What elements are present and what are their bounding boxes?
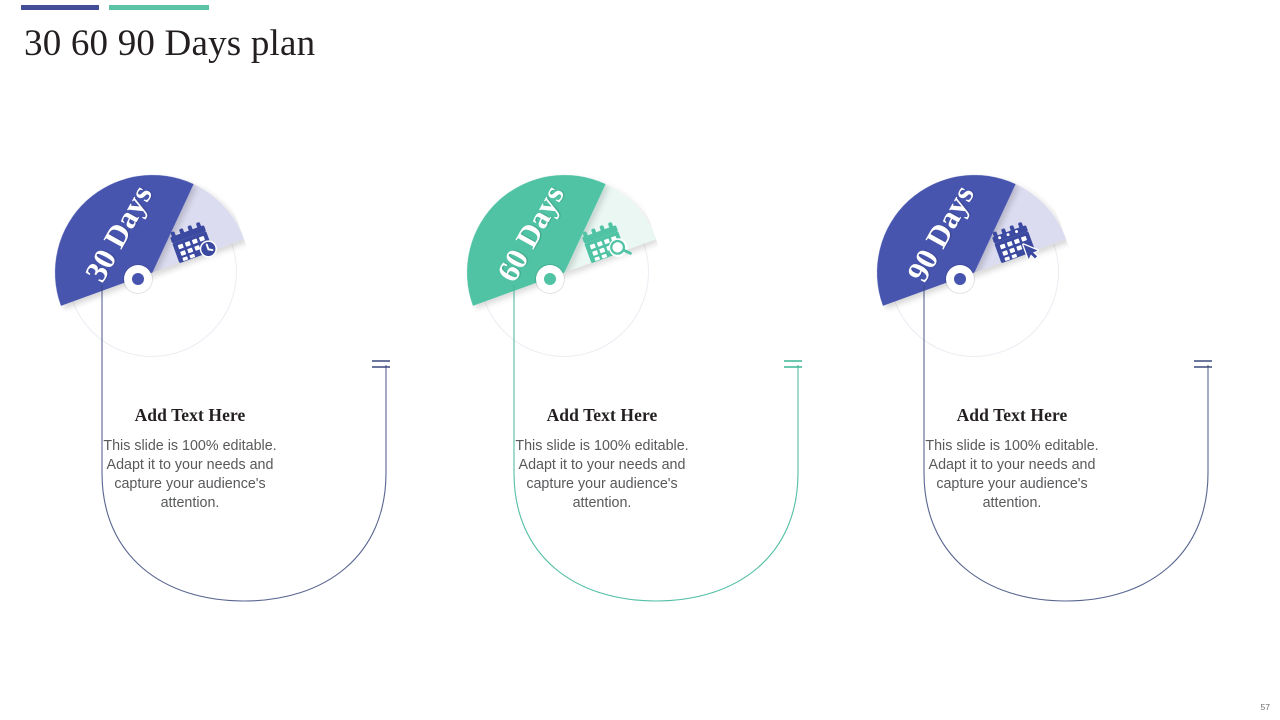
- heading-60: Add Text Here: [546, 405, 658, 425]
- circle-graphic-60: 60 Days: [457, 165, 672, 380]
- text-block-60: Add Text Here This slide is 100% editabl…: [502, 405, 702, 513]
- timeline-item-30-days[interactable]: 30 Days: [0, 0, 400, 720]
- timeline-item-90-days[interactable]: 90 Days: [802, 0, 1222, 720]
- top-accent-bars: [21, 4, 209, 10]
- calendar-clock-icon: [162, 211, 224, 273]
- body-30: This slide is 100% editable. Adapt it to…: [103, 438, 277, 511]
- text-block-90: Add Text Here This slide is 100% editabl…: [912, 405, 1112, 513]
- circle-graphic-90: 90 Days: [867, 165, 1082, 380]
- calendar-click-icon: [984, 211, 1046, 273]
- connector-u-90: [922, 283, 1212, 623]
- body-60: This slide is 100% editable. Adapt it to…: [515, 438, 689, 511]
- accent-bar-blue: [21, 4, 99, 10]
- calendar-search-icon: [574, 211, 636, 273]
- half-disc-30: 30 Days: [28, 148, 278, 398]
- heading-30: Add Text Here: [134, 405, 246, 425]
- timeline-node-60[interactable]: [536, 265, 564, 293]
- half-disc-90: 90 Days: [850, 148, 1100, 398]
- connector-u-30: [100, 283, 390, 623]
- text-block-30: Add Text Here This slide is 100% editabl…: [90, 405, 290, 513]
- timeline-node-30[interactable]: [124, 265, 152, 293]
- connector-u-60: [512, 283, 802, 623]
- timeline-node-90[interactable]: [946, 265, 974, 293]
- page-number: 57: [1260, 702, 1270, 712]
- page-title: 30 60 90 Days plan: [24, 23, 316, 64]
- timeline-item-60-days[interactable]: 60 Days: [392, 0, 812, 720]
- half-disc-60: 60 Days: [440, 148, 690, 398]
- body-90: This slide is 100% editable. Adapt it to…: [925, 438, 1099, 511]
- accent-bar-green: [109, 4, 209, 10]
- heading-90: Add Text Here: [956, 405, 1068, 425]
- circle-graphic-30: 30 Days: [45, 165, 260, 380]
